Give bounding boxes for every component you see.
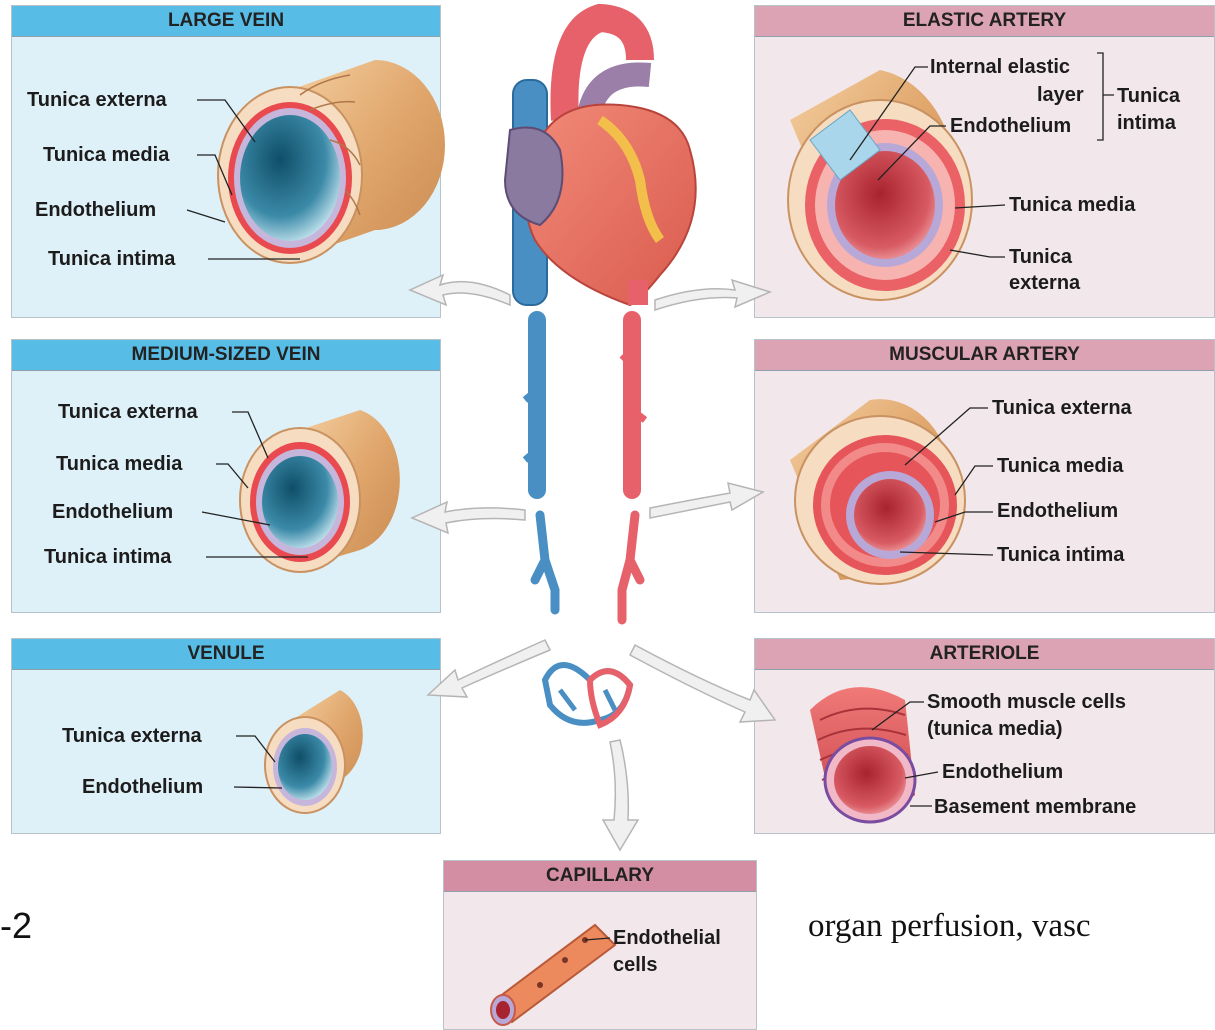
label-arteriole-endothelium: Endothelium bbox=[942, 760, 1063, 784]
label-large-vein-tunica-externa: Tunica externa bbox=[27, 88, 167, 112]
label-elastic-layer: layer bbox=[1037, 83, 1084, 107]
figure-number: -2 bbox=[0, 905, 32, 947]
arteriole-drawing bbox=[810, 687, 915, 822]
label-arteriole-tunica-media: (tunica media) bbox=[927, 717, 1063, 741]
heart-icon bbox=[505, 18, 696, 305]
label-arteriole-basement-membrane: Basement membrane bbox=[934, 795, 1136, 819]
label-elastic-tunica-externa-1: Tunica bbox=[1009, 245, 1072, 269]
medium-vein-drawing bbox=[240, 410, 400, 572]
label-elastic-tunica-externa-2: externa bbox=[1009, 271, 1080, 295]
label-capillary-endothelial: Endothelial bbox=[613, 926, 721, 950]
label-muscular-endothelium: Endothelium bbox=[997, 499, 1118, 523]
label-medium-vein-tunica-media: Tunica media bbox=[56, 452, 182, 476]
arrow-to-venule bbox=[428, 640, 550, 697]
arrow-to-arteriole bbox=[630, 645, 775, 722]
capillary-drawing bbox=[491, 925, 615, 1025]
label-medium-vein-tunica-intima: Tunica intima bbox=[44, 545, 171, 569]
label-large-vein-endothelium: Endothelium bbox=[35, 198, 156, 222]
arrow-to-muscular-artery bbox=[650, 483, 763, 518]
large-vein-drawing bbox=[218, 60, 445, 263]
label-elastic-endothelium: Endothelium bbox=[950, 114, 1071, 138]
label-elastic-internal-elastic: Internal elastic bbox=[930, 55, 1070, 79]
label-large-vein-tunica-media: Tunica media bbox=[43, 143, 169, 167]
label-elastic-tunica-media: Tunica media bbox=[1009, 193, 1135, 217]
arrow-to-capillary bbox=[603, 740, 638, 850]
label-large-vein-tunica-intima: Tunica intima bbox=[48, 247, 175, 271]
elastic-artery-drawing bbox=[788, 70, 972, 300]
label-arteriole-smooth-muscle: Smooth muscle cells bbox=[927, 690, 1126, 714]
venule-drawing bbox=[265, 690, 363, 813]
arrows bbox=[410, 275, 775, 850]
label-muscular-tunica-media: Tunica media bbox=[997, 454, 1123, 478]
arrow-to-large-vein bbox=[410, 275, 510, 305]
arrow-to-elastic-artery bbox=[655, 280, 770, 310]
arrow-to-medium-vein bbox=[412, 502, 525, 533]
label-elastic-tunica: Tunica bbox=[1117, 84, 1180, 108]
label-venule-endothelium: Endothelium bbox=[82, 775, 203, 799]
label-muscular-tunica-intima: Tunica intima bbox=[997, 543, 1124, 567]
label-medium-vein-tunica-externa: Tunica externa bbox=[58, 400, 198, 424]
vessel-tree bbox=[525, 320, 645, 725]
label-venule-tunica-externa: Tunica externa bbox=[62, 724, 202, 748]
muscular-artery-drawing bbox=[790, 399, 965, 584]
label-capillary-cells: cells bbox=[613, 953, 657, 977]
label-medium-vein-endothelium: Endothelium bbox=[52, 500, 173, 524]
label-elastic-intima: intima bbox=[1117, 111, 1176, 135]
label-muscular-tunica-externa: Tunica externa bbox=[992, 396, 1132, 420]
footer-text: organ perfusion, vasc bbox=[808, 908, 1091, 945]
